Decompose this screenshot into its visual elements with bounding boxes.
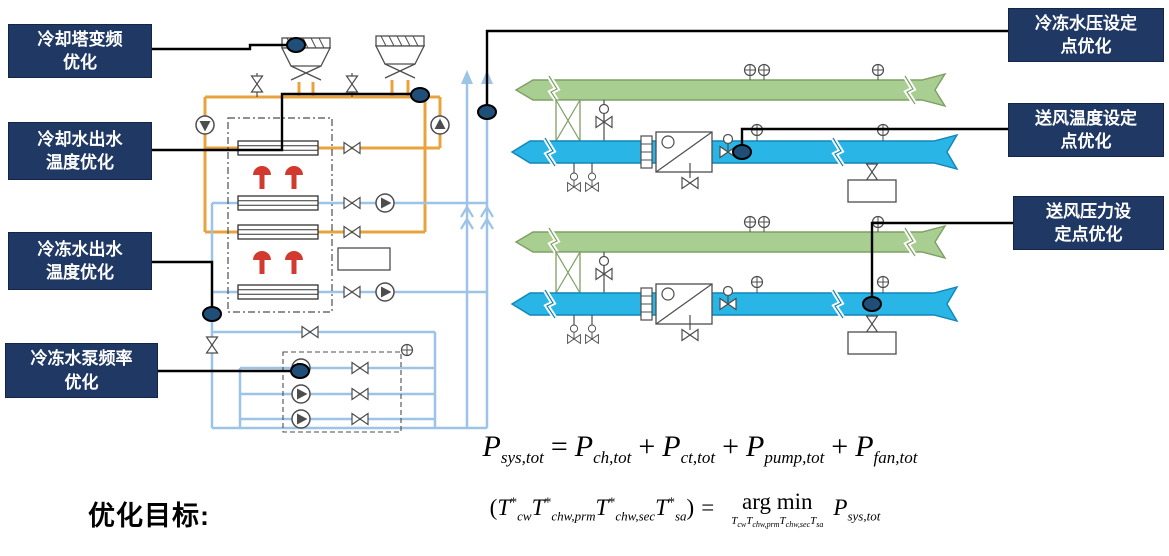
condenser-hx — [237, 224, 319, 240]
formula-term: T — [531, 494, 545, 520]
callout-text: 冷冻水压设定 — [1035, 13, 1137, 33]
connection-marker — [862, 296, 882, 312]
callout-chilled-water-outlet-temp-optimization: 冷冻水出水 温度优化 — [8, 232, 152, 290]
connection-marker — [410, 87, 430, 103]
callout-supply-air-pressure-setpoint-optimization: 送风压力设 定点优化 — [1013, 196, 1164, 250]
argmin-constraint: TcwTchw,prmTchw,secTsa — [731, 515, 824, 530]
callout-text: 优化 — [63, 53, 97, 72]
callout-text: 点优化 — [1060, 37, 1112, 56]
valve-icon — [351, 387, 369, 401]
valve-icon — [343, 141, 361, 155]
sensor-icon — [400, 343, 414, 357]
pump-icon — [375, 282, 395, 302]
connection-marker — [732, 144, 752, 160]
compressor-icon — [253, 166, 271, 189]
formula-term: T — [595, 494, 609, 520]
callout-text: 冷却水出水 — [37, 129, 123, 149]
valve-icon — [345, 75, 359, 93]
pump-icon — [430, 115, 450, 135]
callout-cooling-tower-vfd-optimization: 冷却塔变频 优化 — [8, 24, 152, 78]
flow-arrow-icon — [461, 70, 473, 84]
formula-term: P — [662, 430, 681, 463]
callout-connectors — [152, 29, 1013, 373]
compressor-icon — [285, 251, 303, 274]
callout-text: 冷冻水泵频率 — [30, 349, 133, 369]
condenser-hx — [237, 140, 319, 156]
valve-icon — [205, 336, 219, 354]
evaporator-hx — [237, 195, 319, 211]
callout-chilled-water-pressure-setpoint-optimization: 冷冻水压设定 点优化 — [1008, 8, 1164, 62]
formula-term: P — [482, 430, 501, 463]
callout-cooling-water-outlet-temp-optimization: 冷却水出水 温度优化 — [8, 122, 152, 180]
callout-text: 冷冻水出水 — [37, 239, 123, 259]
formula-term: P — [855, 430, 874, 463]
pump-icon — [195, 115, 215, 135]
formula-term: P — [833, 494, 848, 520]
chiller-plant — [227, 117, 391, 313]
callout-text: 温度优化 — [46, 263, 114, 282]
tank — [337, 247, 391, 271]
connection-marker — [286, 37, 306, 53]
callout-text: 优化 — [64, 372, 99, 392]
compressor-icon — [253, 251, 271, 274]
valve-icon — [343, 196, 361, 210]
compressor-icon — [285, 166, 303, 189]
formula-term: P — [574, 430, 594, 463]
pump-icon — [375, 193, 395, 213]
ahu-system-top — [512, 65, 957, 203]
callout-chilled-water-pump-freq-optimization: 冷冻水泵频率 优化 — [5, 343, 158, 398]
formula-term: T — [655, 494, 668, 520]
objective-label: 优化目标: — [88, 501, 210, 531]
connection-marker — [202, 306, 222, 322]
formula-term: P — [745, 430, 765, 463]
callout-text: 送风压力设 — [1046, 201, 1131, 221]
evaporator-hx — [237, 284, 319, 300]
connection-markers — [202, 37, 882, 379]
valve-icon — [351, 361, 369, 375]
callout-text: 点优化 — [1060, 132, 1112, 151]
callout-text: 温度优化 — [46, 153, 114, 172]
pump-icon — [291, 384, 311, 404]
ahu-system-bottom — [512, 217, 957, 355]
valve-icon — [351, 412, 369, 426]
formula-term: T — [497, 494, 511, 520]
callout-supply-air-temp-setpoint-optimization: 送风温度设定 点优化 — [1008, 103, 1164, 157]
callout-text: 冷却塔变频 — [37, 29, 123, 49]
callout-text: 送风温度设定 — [1035, 108, 1137, 128]
total-power-formula: Psys,tot=Pch,tot+Pct,tot+Ppump,tot+Pfan,… — [482, 430, 918, 467]
valve-icon — [250, 75, 264, 93]
cooling-tower-icon — [375, 35, 425, 79]
valve-icon — [343, 225, 361, 239]
connection-marker — [477, 104, 497, 120]
valve-icon — [301, 325, 319, 339]
valve-icon — [343, 285, 361, 299]
secondary-pump-group — [282, 343, 414, 433]
callout-text: 定点优化 — [1054, 225, 1123, 244]
pump-icon — [291, 409, 311, 429]
connection-marker — [290, 363, 310, 379]
